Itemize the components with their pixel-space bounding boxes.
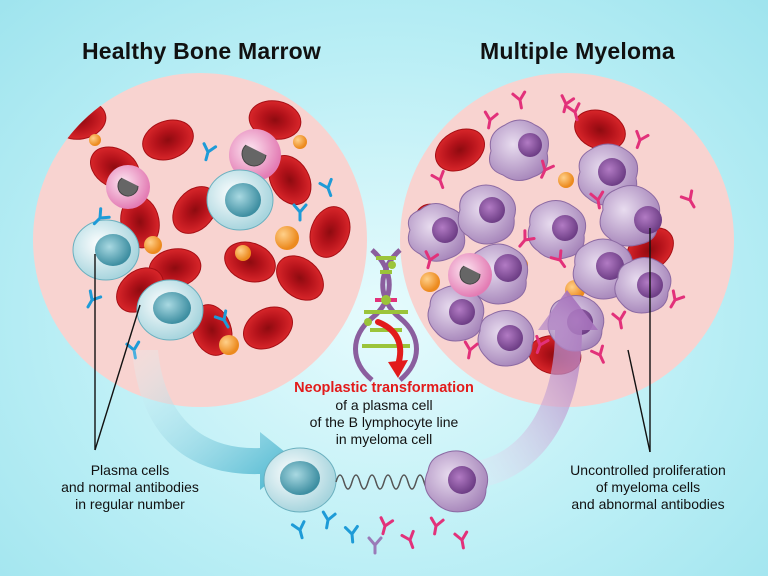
myeloma-caption-line-1: Uncontrolled proliferation [570, 462, 726, 478]
healthy-marrow-title: Healthy Bone Marrow [82, 38, 321, 64]
healthy-caption-line-3: in regular number [75, 496, 185, 512]
myeloma-leader-lines [627, 228, 651, 453]
proliferation-arrow-right [470, 290, 598, 488]
transformation-caption: Neoplastic transformation of a plasma ce… [264, 380, 504, 448]
transformation-line-2: of the B lymphocyte line [309, 414, 459, 430]
myeloma-title: Multiple Myeloma [480, 38, 675, 64]
healthy-leader-lines [94, 254, 141, 451]
transformation-coil [335, 474, 433, 490]
transformation-line-1: of a plasma cell [335, 397, 433, 413]
plasma-cell-bottom [263, 447, 337, 513]
transformation-title: Neoplastic transformation [294, 380, 474, 396]
transformation-arrow-left [132, 350, 295, 490]
healthy-caption: Plasma cells and normal antibodies in re… [30, 462, 230, 513]
healthy-caption-line-1: Plasma cells [90, 462, 170, 478]
mutation-arrow [375, 319, 404, 368]
healthy-marrow-circle [33, 73, 367, 407]
myeloma-caption-line-2: of myeloma cells [595, 479, 701, 495]
myeloma-caption: Uncontrolled proliferation of myeloma ce… [548, 462, 748, 513]
mutation-arrow-head [388, 360, 408, 378]
myeloma-caption-line-3: and abnormal antibodies [571, 496, 725, 512]
healthy-caption-line-2: and normal antibodies [61, 479, 199, 495]
transformation-line-3: in myeloma cell [335, 431, 433, 447]
myeloma-cell-bottom [424, 450, 489, 513]
